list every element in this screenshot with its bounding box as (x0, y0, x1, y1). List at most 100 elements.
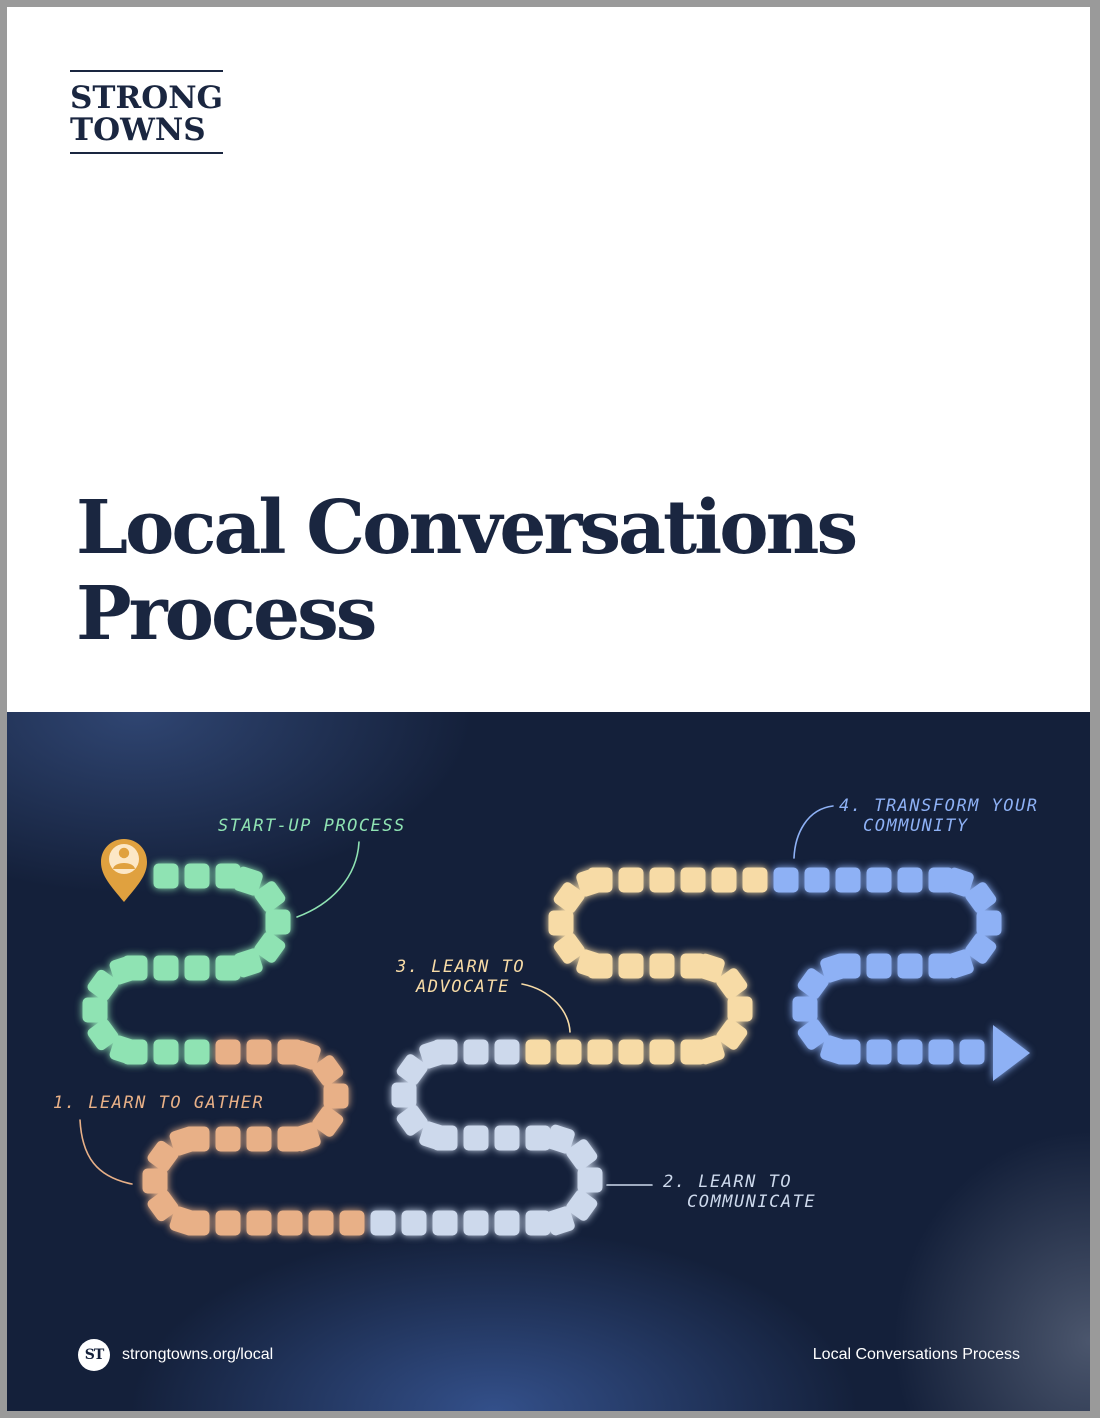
end-arrow-icon (993, 1025, 1030, 1081)
path-tile-communicate (463, 1210, 489, 1236)
path-tile-advocate (711, 867, 737, 893)
journey-illustration: START-UP PROCESS 1. LEARN TO GATHER 2. L… (7, 712, 1090, 1411)
path-tile-start-up (153, 1039, 179, 1065)
path-tile-start-up (87, 1019, 119, 1051)
path-tile-communicate (432, 1210, 458, 1236)
connector-advocate (521, 983, 571, 1033)
path-tile-communicate (545, 1206, 575, 1236)
path-tile-advocate (618, 867, 644, 893)
strong-towns-mark-icon: ST (78, 1339, 110, 1371)
path-tile-communicate (396, 1104, 428, 1136)
path-tile-advocate (742, 867, 768, 893)
strong-towns-logo: STRONG TOWNS (70, 70, 223, 154)
path-tile-transform (944, 867, 974, 897)
connector-gather (79, 1119, 133, 1185)
path-tile-gather (277, 1210, 303, 1236)
path-tile-gather (291, 1040, 321, 1070)
label-transform-line-1: 4. TRANSFORM YOUR (839, 796, 1039, 816)
path-tile-communicate (494, 1210, 520, 1236)
path-tile-gather (215, 1039, 241, 1065)
label-learn-to-communicate: 2. LEARN TO COMMUNICATE (663, 1172, 816, 1212)
label-advocate-line-1: 3. LEARN TO (396, 957, 526, 977)
path-tile-start-up (254, 931, 286, 963)
path-tile-advocate (525, 1039, 551, 1065)
path-tile-start-up (109, 955, 139, 985)
path-tile-communicate (463, 1039, 489, 1065)
path-tile-gather (215, 1126, 241, 1152)
label-transform-line-2: COMMUNITY (863, 816, 969, 836)
path-tile-transform (897, 953, 923, 979)
path-tile-advocate (649, 867, 675, 893)
label-transform-your-community: 4. TRANSFORM YOUR COMMUNITY (839, 796, 1039, 836)
path-tile-advocate (695, 1035, 725, 1065)
path-tile-start-up (215, 863, 241, 889)
page-title: Local Conversations Process (76, 485, 858, 657)
connector-transform (793, 805, 834, 859)
path-tile-advocate (553, 932, 585, 964)
path-tile-gather (246, 1126, 272, 1152)
path-tile-start-up (153, 955, 179, 981)
path-tile-gather (308, 1210, 334, 1236)
path-tile-communicate (396, 1054, 428, 1086)
label-communicate-line-2: COMMUNICATE (687, 1192, 817, 1212)
path-tile-advocate (553, 882, 585, 914)
path-tile-advocate (556, 1039, 582, 1065)
path-tile-start-up (184, 955, 210, 981)
path-tile-communicate (525, 1210, 551, 1236)
path-tile-advocate (587, 1039, 613, 1065)
path-tile-advocate (576, 949, 606, 979)
label-learn-to-gather: 1. LEARN TO GATHER (53, 1093, 264, 1113)
path-tile-advocate (727, 996, 753, 1022)
path-tile-transform (866, 953, 892, 979)
title-line-2: Process (76, 571, 377, 657)
path-tile-start-up (184, 863, 210, 889)
path-tile-gather (323, 1083, 349, 1109)
path-tile-communicate (525, 1125, 551, 1151)
path-tile-transform (804, 867, 830, 893)
path-tile-advocate (680, 867, 706, 893)
path-tile-gather (215, 1210, 241, 1236)
label-start-up-line-1: START-UP PROCESS (218, 816, 406, 836)
label-communicate-line-1: 2. LEARN TO (663, 1172, 793, 1192)
logo-line-2: TOWNS (70, 112, 206, 148)
path-tile-start-up (254, 881, 286, 913)
path-tile-transform (866, 867, 892, 893)
path-tile-transform (965, 882, 997, 914)
path-tile-transform (928, 953, 954, 979)
path-tile-communicate (566, 1189, 598, 1221)
path-tile-start-up (265, 909, 291, 935)
path-tile-communicate (432, 1039, 458, 1065)
path-tile-start-up (82, 997, 108, 1023)
label-advocate-line-2: ADVOCATE (416, 977, 510, 997)
path-tile-transform (897, 867, 923, 893)
path-tile-transform (866, 1039, 892, 1065)
location-pin-icon (101, 839, 147, 902)
path-tile-start-up (233, 948, 263, 978)
path-tile-communicate (566, 1139, 598, 1171)
path-tile-gather (312, 1105, 344, 1137)
path-tile-communicate (391, 1082, 417, 1108)
footer-url[interactable]: strongtowns.org/local (122, 1346, 274, 1363)
logo-line-1: STRONG (70, 80, 224, 116)
path-tile-communicate (494, 1039, 520, 1065)
path-tile-advocate (716, 1018, 748, 1050)
label-learn-to-advocate: 3. LEARN TO ADVOCATE (396, 957, 525, 997)
path-tile-transform (959, 1039, 985, 1065)
path-tile-communicate (545, 1124, 575, 1154)
path-tile-gather (312, 1055, 344, 1087)
path-tile-advocate (618, 1039, 644, 1065)
path-tile-advocate (649, 953, 675, 979)
path-tile-communicate (419, 1121, 449, 1151)
path-tile-transform (797, 1018, 829, 1050)
journey-path-graphic (79, 805, 1030, 1236)
path-tile-communicate (370, 1210, 396, 1236)
path-tile-communicate (494, 1125, 520, 1151)
path-tile-advocate (649, 1039, 675, 1065)
path-tile-gather (246, 1039, 272, 1065)
path-tile-gather (169, 1126, 199, 1156)
path-tile-gather (277, 1126, 303, 1152)
path-tile-gather (246, 1210, 272, 1236)
path-tile-communicate (401, 1210, 427, 1236)
connector-start-up (296, 841, 360, 918)
path-tile-gather (147, 1140, 179, 1172)
